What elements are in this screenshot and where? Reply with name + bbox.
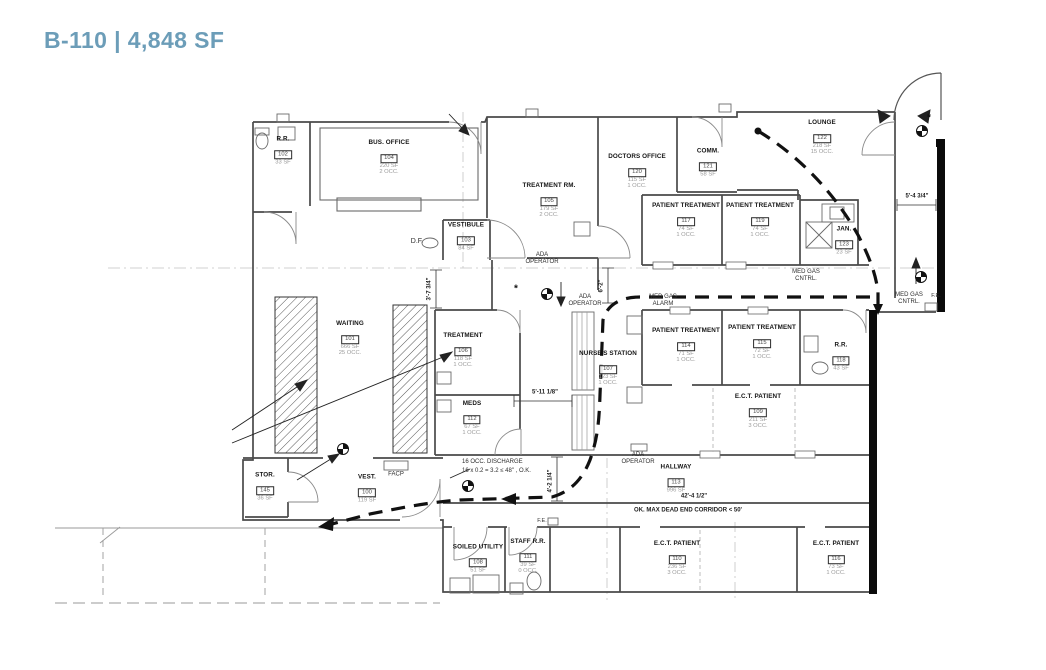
ada-operator-label-3: ADA OPERATOR xyxy=(621,452,655,465)
hatched-areas xyxy=(274,296,428,454)
fire-extinguisher-label-2: F.E. xyxy=(537,517,547,524)
facp-label: FACP xyxy=(388,471,404,478)
drinking-fountain-label: D.F. xyxy=(410,237,424,245)
adjacent-suite-outline xyxy=(55,526,443,604)
egress-path xyxy=(331,129,880,526)
dimension-discharge: 4'-2 1/4" xyxy=(547,469,554,493)
med-gas-cntrl-label-1: MED GAS CNTRL. xyxy=(792,269,820,282)
med-gas-cntrl-label-2: MED GAS CNTRL. xyxy=(895,292,923,305)
ada-operator-label-1: ADA OPERATOR xyxy=(525,252,559,265)
dead-end-corridor-note: OK. MAX DEAD END CORRIDOR < 50' xyxy=(634,507,742,514)
asterisk-marker-2: * xyxy=(927,112,931,124)
asterisk-marker-1: * xyxy=(514,283,518,295)
walls xyxy=(242,111,936,593)
dimension-lounge-exit: 5'-4 3/4" xyxy=(905,193,929,200)
dimension-nurse: 5'-11 1/8" xyxy=(532,389,558,396)
med-gas-alarm-label: MED GAS ALARM xyxy=(649,294,677,307)
dimension-hallway: 42'-4 1/2" xyxy=(680,493,708,500)
discharge-calc-note: 16 OCC. DISCHARGE 16 x 0.2 = 3.2 ≤ 48" ,… xyxy=(462,459,531,474)
door-thresholds xyxy=(652,261,816,459)
dimension-vestibule: 3'-7 3/4" xyxy=(426,277,433,301)
dimension-corridor: 6'-2" xyxy=(598,279,605,293)
egress-markers xyxy=(318,127,883,531)
fixtures xyxy=(254,103,938,595)
fire-extinguisher-label-1: F.E. xyxy=(931,292,941,299)
rated-walls xyxy=(869,139,945,594)
door-swings xyxy=(263,72,942,561)
ada-operator-label-2: ADA OPERATOR xyxy=(568,294,602,307)
page-title: B-110 | 4,848 SF xyxy=(44,27,225,53)
leader-arrows xyxy=(231,109,931,481)
